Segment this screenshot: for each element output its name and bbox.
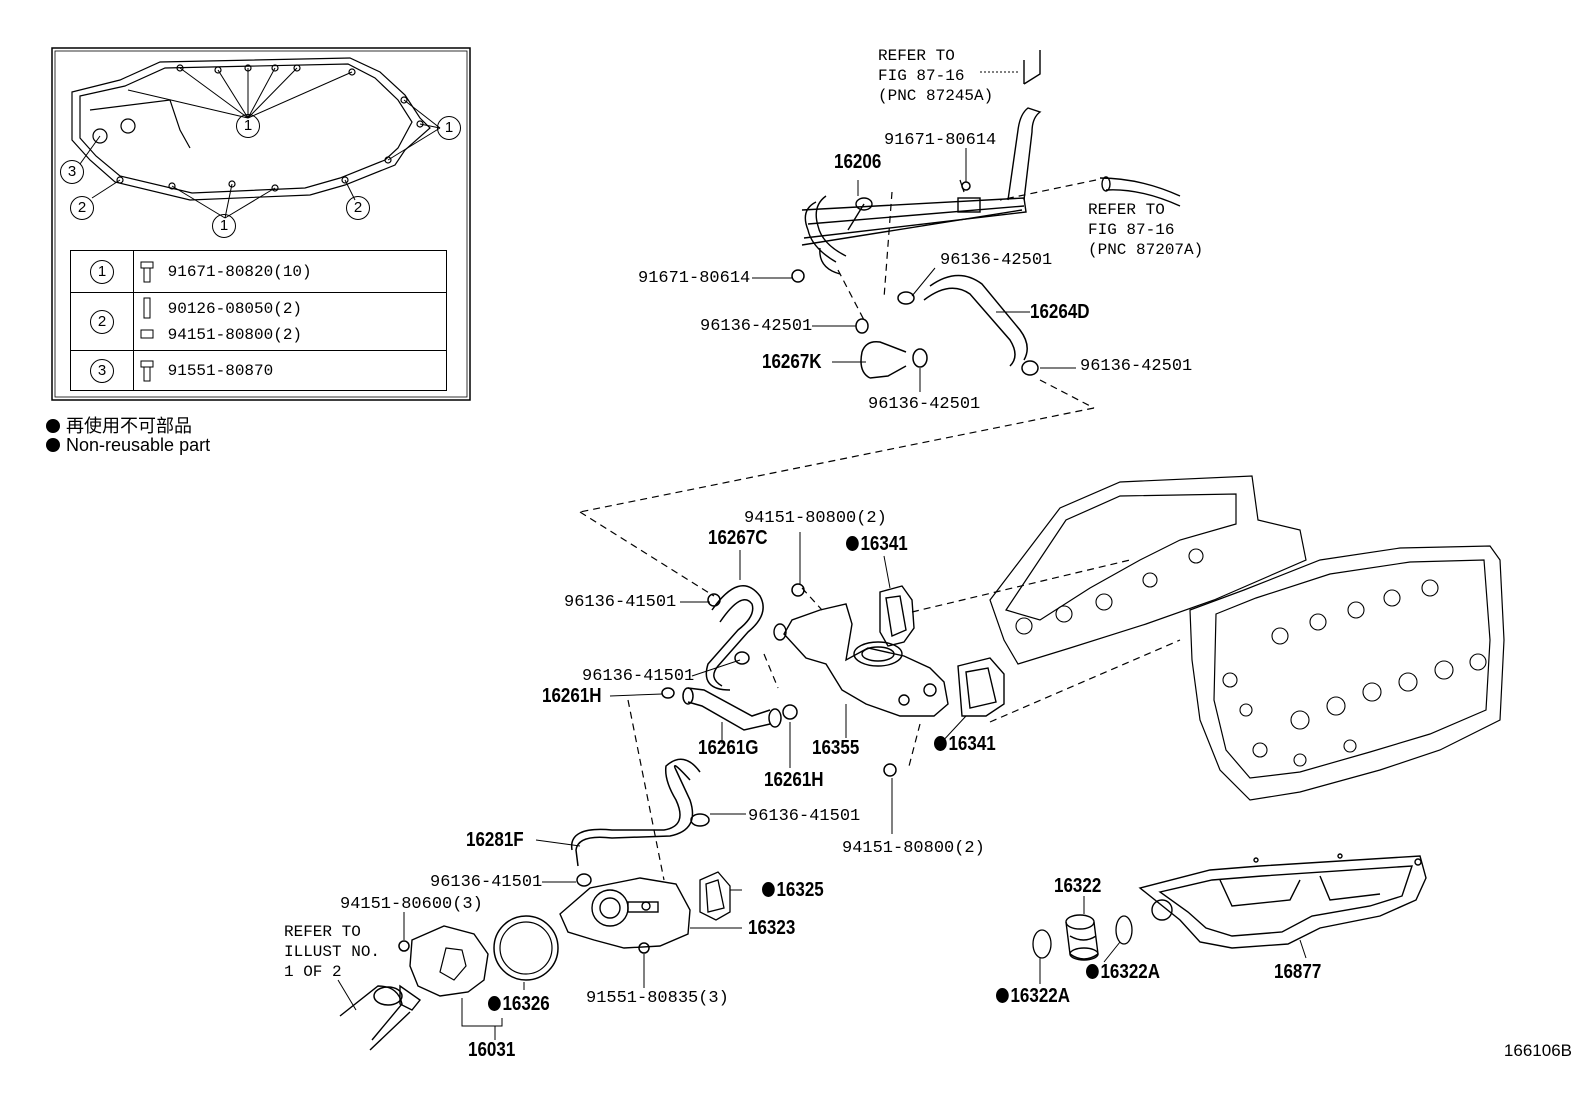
part-label-16341-top: 16341	[846, 534, 908, 554]
part-label-16261H-left: 16261H	[542, 685, 602, 707]
oil-pan-16877	[1138, 853, 1427, 949]
part-label-96136-42501-a: 96136-42501	[940, 251, 1053, 270]
figure-number: 166106B	[1503, 1041, 1572, 1060]
part-label-96136-41501-d: 96136-41501	[430, 873, 543, 892]
reference-note-top-left: REFER TO FIG 87-16 (PNC 87245A)	[878, 47, 994, 105]
part-label-91551-80835: 91551-80835(3)	[586, 989, 729, 1008]
part-label-96136-42501-b: 96136-42501	[700, 317, 813, 336]
part-label-16031: 16031	[468, 1039, 516, 1061]
inset-frame	[51, 47, 471, 401]
non-reusable-icon	[762, 882, 775, 897]
stud-bolt-icon	[143, 297, 151, 319]
part-label-16323: 16323	[748, 917, 796, 939]
key-row-1: 1 91671-80820(10)	[70, 250, 447, 293]
part-label-16341-right: 16341	[934, 734, 996, 754]
part-label-94151-80600: 94151-80600(3)	[340, 895, 483, 914]
o-ring-16322A-left	[1032, 929, 1052, 959]
hose-16261G	[687, 687, 771, 731]
part-label-16261H-bottom: 16261H	[764, 769, 824, 791]
hose-16281F	[571, 758, 701, 867]
part-label-16326: 16326	[488, 994, 550, 1014]
inset-callout-1a: 1	[236, 114, 260, 138]
part-label-16267C: 16267C	[708, 527, 768, 549]
hex-bolt-icon	[140, 360, 154, 381]
part-label-16322A-right: 16322A	[1086, 962, 1160, 982]
gasket-16325	[699, 871, 731, 921]
non-reusable-icon	[488, 996, 501, 1011]
key-part-2b: 94151-80800(2)	[167, 325, 303, 344]
non-reusable-icon	[846, 536, 859, 551]
bullet-icon	[46, 419, 60, 433]
inset-callout-1b: 1	[437, 116, 461, 140]
reference-note-top-right: REFER TO FIG 87-16 (PNC 87207A)	[1088, 201, 1204, 259]
non-reusable-icon	[1086, 964, 1099, 979]
part-label-16322A-left: 16322A	[996, 986, 1070, 1006]
part-label-96136-42501-d: 96136-42501	[1080, 357, 1193, 376]
engine-block-drawing	[989, 475, 1505, 801]
legend-japanese: 再使用不可部品	[46, 412, 192, 438]
part-label-16281F: 16281F	[466, 829, 524, 851]
flange-bolt-icon	[140, 261, 154, 282]
fastener-key-table: 1 91671-80820(10) 2 90126-08050(2) 94151…	[70, 250, 447, 391]
part-label-16325: 16325	[762, 880, 824, 900]
part-label-16322: 16322	[1054, 875, 1102, 897]
non-reusable-icon	[934, 736, 947, 751]
part-label-16261G: 16261G	[698, 737, 759, 759]
inset-callout-3: 3	[60, 160, 84, 184]
part-label-96136-41501-a: 96136-41501	[564, 593, 677, 612]
o-ring-16326	[493, 915, 559, 981]
gasket-16341-right	[957, 657, 1005, 717]
key-marker-3: 3	[90, 358, 114, 383]
part-label-96136-42501-c: 96136-42501	[868, 395, 981, 414]
part-label-96136-41501-c: 96136-41501	[748, 807, 861, 826]
o-ring-16322A-right	[1115, 915, 1133, 945]
part-label-16877: 16877	[1274, 961, 1322, 983]
water-inlet-16323	[559, 877, 691, 949]
key-row-3: 3 91551-80870	[70, 350, 447, 391]
part-label-96136-41501-b: 96136-41501	[582, 667, 695, 686]
inset-callout-2a: 2	[70, 196, 94, 220]
key-part-2a: 90126-08050(2)	[167, 299, 303, 318]
key-marker-1: 1	[90, 259, 114, 284]
gasket-16341-top	[879, 585, 915, 647]
key-row-2: 2 90126-08050(2) 94151-80800(2)	[70, 292, 447, 351]
part-label-16355: 16355	[812, 737, 860, 759]
part-label-16206: 16206	[834, 151, 882, 173]
part-label-16267K: 16267K	[762, 351, 822, 373]
part-label-91671-80614-top: 91671-80614	[884, 131, 997, 150]
thermostat-16031	[399, 925, 489, 1011]
water-pipe-16206	[801, 50, 1042, 275]
part-label-94151-80800-top: 94151-80800(2)	[744, 509, 887, 528]
key-part-1: 91671-80820(10)	[167, 262, 312, 281]
hose-16267K	[860, 340, 907, 379]
inset-callout-2b: 2	[346, 196, 370, 220]
nut-icon	[140, 329, 154, 339]
bullet-icon	[46, 438, 60, 452]
part-label-91671-80614-left: 91671-80614	[638, 269, 751, 288]
key-marker-2: 2	[90, 309, 114, 334]
hose-16267C	[705, 585, 764, 691]
part-label-94151-80800-bottom: 94151-80800(2)	[842, 839, 985, 858]
non-reusable-icon	[996, 988, 1009, 1003]
reference-note-bottom-left: REFER TO ILLUST NO. 1 OF 2	[284, 923, 381, 981]
water-outlet-16355	[773, 603, 949, 717]
pipe-16322	[1065, 914, 1099, 961]
inset-callout-1c: 1	[212, 214, 236, 238]
legend-english: Non-reusable part	[46, 435, 210, 456]
hose-16264D	[923, 274, 1028, 367]
key-part-3: 91551-80870	[167, 361, 274, 380]
part-label-16264D: 16264D	[1030, 301, 1090, 323]
